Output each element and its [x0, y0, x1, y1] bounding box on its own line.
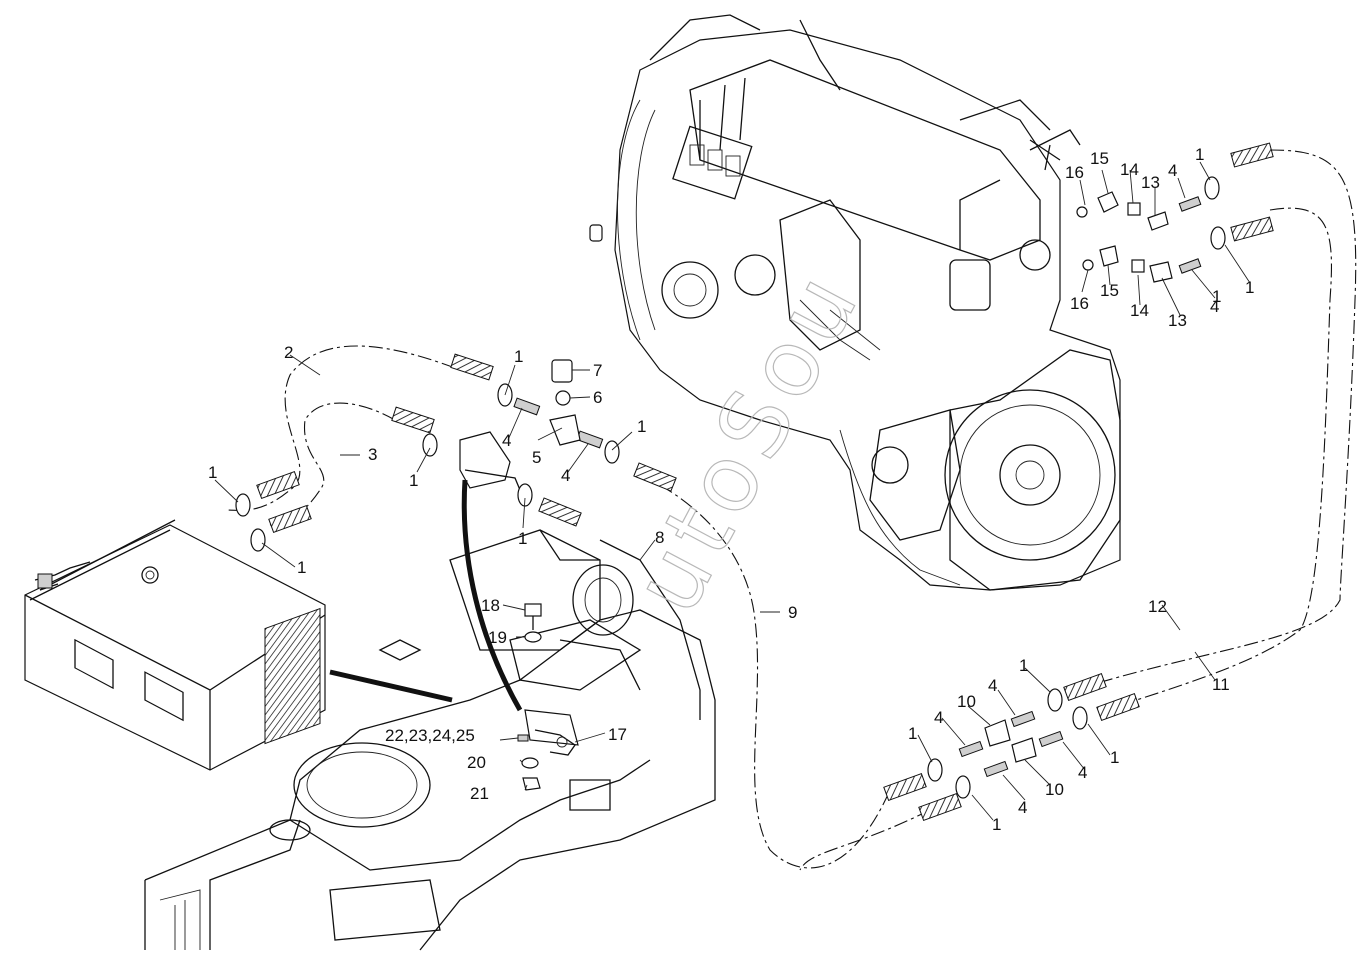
machine-frame [144, 529, 716, 951]
label-5: 5 [532, 448, 541, 467]
part-labels: 1 1 1 1 1 1 1 1 1 1 1 1 1 2 3 4 4 4 4 4 … [208, 145, 1254, 834]
label-1-i: 1 [1019, 656, 1028, 675]
label-4-b: 4 [561, 466, 570, 485]
label-22-25: 22,23,24,25 [385, 726, 475, 745]
label-7: 7 [593, 361, 602, 380]
heater-leader [329, 669, 453, 703]
label-4-c: 4 [1168, 161, 1177, 180]
label-11: 11 [1212, 675, 1230, 694]
label-21: 21 [470, 784, 489, 803]
label-1-g: 1 [1195, 145, 1204, 164]
label-18: 18 [481, 596, 500, 615]
label-17: 17 [608, 725, 627, 744]
cable-to-valve [461, 479, 523, 712]
label-1-k: 1 [1110, 748, 1119, 767]
label-4-e: 4 [934, 708, 943, 727]
engine-assembly [589, 14, 1121, 591]
label-13-b: 13 [1168, 311, 1187, 330]
valve-upper [459, 431, 521, 491]
label-1-a: 1 [514, 347, 523, 366]
label-1-e: 1 [518, 529, 527, 548]
label-15-b: 15 [1100, 281, 1119, 300]
label-1-l: 1 [992, 815, 1001, 834]
label-4-h: 4 [1210, 297, 1219, 316]
clamps-fittings [235, 176, 1226, 799]
label-13-a: 13 [1141, 173, 1160, 192]
label-1-j: 1 [908, 724, 917, 743]
label-10-b: 10 [1045, 780, 1064, 799]
label-14-b: 14 [1130, 301, 1149, 320]
label-16-b: 16 [1070, 294, 1089, 313]
label-4-f: 4 [1078, 763, 1087, 782]
label-9: 9 [788, 603, 797, 622]
label-3: 3 [368, 445, 377, 464]
hose-ends [256, 142, 1274, 822]
label-1-m: 1 [1212, 287, 1221, 306]
label-2: 2 [284, 343, 293, 362]
label-6: 6 [593, 388, 602, 407]
label-1-c: 1 [208, 463, 217, 482]
label-15-a: 15 [1090, 149, 1109, 168]
label-4-g: 4 [1018, 798, 1027, 817]
label-1-b: 1 [637, 417, 646, 436]
label-20: 20 [467, 753, 486, 772]
valve-17 [524, 709, 579, 756]
leader-lines [214, 161, 1251, 821]
label-12: 12 [1148, 597, 1167, 616]
label-1-f: 1 [297, 558, 306, 577]
label-14-a: 14 [1120, 160, 1139, 179]
label-1-d: 1 [409, 471, 418, 490]
label-1-h: 1 [1245, 278, 1254, 297]
heater-unit [24, 519, 326, 771]
label-8: 8 [655, 528, 664, 547]
label-4-a: 4 [502, 431, 511, 450]
label-4-d: 4 [988, 676, 997, 695]
label-19: 19 [488, 628, 507, 647]
label-10-a: 10 [957, 692, 976, 711]
label-16-a: 16 [1065, 163, 1084, 182]
